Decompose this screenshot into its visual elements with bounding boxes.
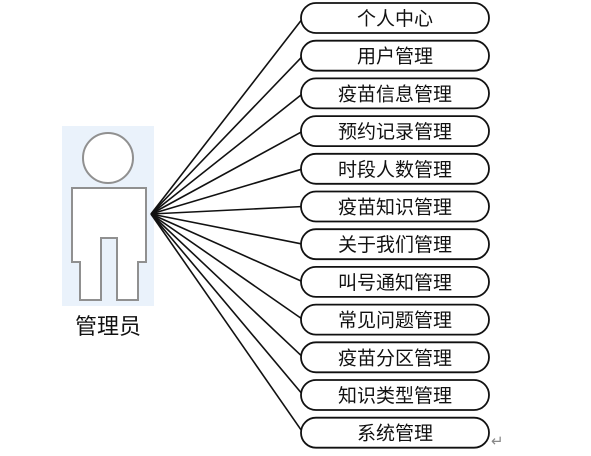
- use-case-oval: 预约记录管理: [300, 115, 490, 147]
- use-case-label: 关于我们管理: [338, 234, 452, 256]
- use-case-oval: 时段人数管理: [300, 152, 490, 185]
- association-line: [150, 213, 304, 396]
- use-case-shape: [300, 152, 490, 185]
- use-case-shape: [300, 77, 490, 110]
- use-case-shape: [300, 228, 490, 261]
- use-case-label: 疫苗知识管理: [338, 197, 452, 219]
- association-line: [150, 213, 304, 283]
- association-line: [150, 213, 304, 245]
- return-mark: ↵: [491, 432, 504, 450]
- use-case-shape: [300, 265, 490, 298]
- use-case-shape: [300, 416, 490, 449]
- use-case-label: 时段人数管理: [338, 159, 452, 181]
- use-case-oval: 系统管理: [300, 416, 490, 449]
- person-outline-icon: [71, 132, 147, 301]
- use-case-label: 疫苗信息管理: [338, 83, 452, 105]
- association-line: [150, 92, 304, 215]
- actor-label: 管理员: [75, 315, 141, 340]
- use-case-label: 知识类型管理: [338, 385, 452, 407]
- use-case-oval: 常见问题管理: [300, 303, 490, 336]
- use-case-list: 个人中心用户管理疫苗信息管理预约记录管理时段人数管理疫苗知识管理关于我们管理叫号…: [300, 2, 490, 449]
- use-case-shape: [300, 115, 490, 147]
- use-case-oval: 个人中心: [300, 2, 490, 34]
- use-case-label: 叫号通知管理: [338, 272, 452, 294]
- use-case-shape: [300, 2, 490, 34]
- use-case-label: 系统管理: [357, 423, 433, 445]
- use-case-label: 疫苗分区管理: [338, 347, 452, 369]
- use-case-shape: [300, 379, 490, 411]
- use-case-label: 个人中心: [357, 8, 433, 30]
- association-line: [150, 213, 304, 358]
- association-line: [150, 213, 304, 434]
- association-line: [150, 168, 304, 215]
- use-case-shape: [300, 39, 490, 72]
- use-case-shape: [300, 303, 490, 336]
- use-case-oval: 疫苗知识管理: [300, 190, 490, 223]
- association-line: [150, 213, 304, 321]
- use-case-shape: [300, 341, 490, 374]
- use-case-label: 用户管理: [357, 46, 433, 68]
- use-case-label: 预约记录管理: [338, 121, 452, 143]
- use-case-oval: 关于我们管理: [300, 228, 490, 261]
- use-case-oval: 疫苗信息管理: [300, 77, 490, 110]
- association-line: [150, 55, 304, 215]
- use-case-oval: 叫号通知管理: [300, 265, 490, 298]
- use-case-oval: 用户管理: [300, 39, 490, 72]
- association-line: [150, 17, 304, 215]
- use-case-shape: [300, 190, 490, 223]
- association-line: [150, 130, 304, 215]
- association-line: [150, 205, 304, 215]
- association-lines: [150, 17, 304, 434]
- use-case-oval: 知识类型管理: [300, 379, 490, 411]
- use-case-oval: 疫苗分区管理: [300, 341, 490, 374]
- use-case-label: 常见问题管理: [338, 310, 452, 332]
